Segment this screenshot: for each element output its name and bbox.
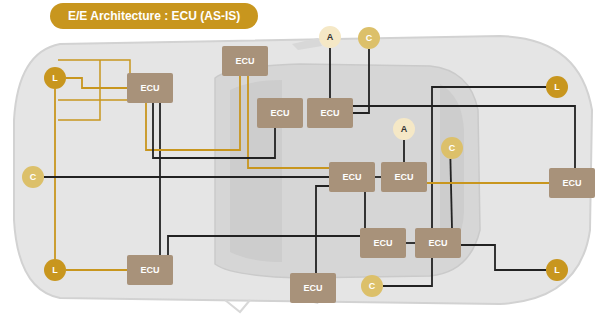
ecu-box: ECU	[415, 228, 461, 258]
wire-connector	[168, 236, 360, 255]
actuator-circle: A	[319, 26, 341, 48]
ecu-box: ECU	[549, 168, 595, 198]
camera-circle: C	[358, 27, 380, 49]
wire-connector	[383, 258, 432, 286]
ecu-box: ECU	[257, 98, 303, 128]
wire-connector	[329, 48, 331, 98]
wire-connector	[403, 140, 405, 162]
lamp-wire	[58, 60, 130, 120]
wire-connector	[44, 176, 329, 178]
node-label: C	[449, 144, 456, 153]
camera-circle: C	[361, 275, 383, 297]
wire-connector	[364, 192, 366, 228]
ecu-box: ECU	[381, 162, 427, 192]
wire-connector	[461, 245, 546, 270]
ecu-box: ECU	[127, 73, 173, 103]
wire-connector	[427, 182, 549, 184]
ecu-box: ECU	[307, 98, 353, 128]
wire-connector	[66, 78, 127, 88]
node-label: L	[52, 266, 58, 275]
node-label: C	[369, 282, 376, 291]
lamp-circle: L	[546, 76, 568, 98]
node-label: A	[327, 33, 334, 42]
ecu-box: ECU	[290, 273, 336, 303]
camera-circle: C	[22, 166, 44, 188]
node-label: ECU	[394, 173, 413, 182]
lamp-circle: L	[44, 67, 66, 89]
title-banner: E/E Architecture : ECU (AS-IS)	[50, 3, 258, 29]
ecu-box: ECU	[360, 228, 406, 258]
title-text: E/E Architecture : ECU (AS-IS)	[68, 9, 240, 23]
wire-connector	[353, 49, 369, 113]
wire-connector	[159, 103, 161, 255]
lamp-circle: L	[44, 259, 66, 281]
wire-connector	[432, 87, 546, 228]
node-label: ECU	[235, 57, 254, 66]
node-label: ECU	[303, 284, 322, 293]
node-label: ECU	[140, 266, 159, 275]
side-mirror	[292, 38, 322, 50]
node-label: L	[554, 83, 560, 92]
node-label: ECU	[140, 84, 159, 93]
node-label: L	[554, 266, 560, 275]
ecu-box: ECU	[329, 162, 375, 192]
camera-circle: C	[441, 137, 463, 159]
node-label: ECU	[270, 109, 289, 118]
node-label: L	[52, 74, 58, 83]
node-label: ECU	[320, 109, 339, 118]
wire-connector	[66, 269, 127, 271]
node-label: ECU	[428, 239, 447, 248]
node-label: C	[366, 34, 373, 43]
wire-connector	[54, 89, 56, 259]
car-cabin	[215, 64, 480, 278]
actuator-circle: A	[393, 118, 415, 140]
node-label: ECU	[342, 173, 361, 182]
node-label: C	[30, 173, 37, 182]
wire-connector	[450, 159, 452, 228]
lamp-circle: L	[546, 259, 568, 281]
ecu-box: ECU	[222, 46, 268, 76]
node-label: ECU	[373, 239, 392, 248]
wire-connector	[406, 242, 415, 244]
wire-connector	[316, 186, 329, 273]
car-detail	[225, 300, 250, 312]
ecu-box: ECU	[127, 255, 173, 285]
car-body	[14, 36, 592, 304]
wire-connector	[353, 106, 575, 168]
node-label: A	[401, 125, 408, 134]
node-label: ECU	[562, 179, 581, 188]
